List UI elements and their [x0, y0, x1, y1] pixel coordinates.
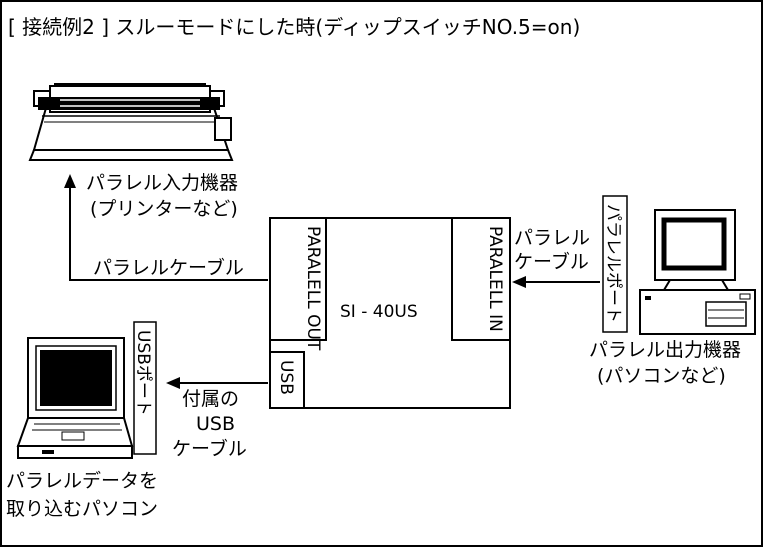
- desktop-label-line2: (パソコンなど): [597, 365, 726, 387]
- port-out-box: PARALELL OUT: [269, 217, 327, 351]
- parallel-cable-right-line2: ケーブル: [514, 250, 589, 273]
- usb-cable-line2: USB: [196, 413, 235, 435]
- port-in-box: PARALELL IN: [451, 217, 511, 341]
- laptop-label-line1: パラレルデータを: [6, 470, 158, 492]
- desktop-pc-icon: [639, 209, 756, 335]
- device-name: SI - 40US: [340, 302, 418, 322]
- usb-cable-line1: 付属の: [182, 388, 239, 410]
- printer-icon: [28, 83, 234, 161]
- usb-port-tag-label: USBポート: [133, 330, 153, 416]
- diagram-title: [ 接続例2 ] スルーモードにした時(ディップスイッチNO.5=on): [8, 15, 580, 39]
- parallel-cable-left-label: パラレルケーブル: [93, 256, 244, 279]
- port-usb-label: USB: [276, 360, 296, 395]
- parallel-cable-right-line1: パラレル: [514, 227, 590, 249]
- usb-port-tag: USBポート: [133, 321, 157, 455]
- port-in-label: PARALELL IN: [485, 226, 505, 332]
- printer-label-line2: (プリンターなど): [90, 198, 238, 220]
- laptop-label-line2: 取り込むパソコン: [6, 498, 158, 520]
- parallel-port-tag: パラレルポート: [602, 195, 628, 333]
- port-out-label: PARALELL OUT: [303, 226, 323, 351]
- printer-label-line1: パラレル入力機器: [86, 172, 238, 194]
- usb-cable-line3: ケーブル: [172, 437, 247, 460]
- parallel-cable-left-line: [64, 174, 268, 281]
- usb-cable-line: [166, 377, 268, 389]
- parallel-cable-right-line: [512, 276, 600, 288]
- desktop-label-line1: パラレル出力機器: [589, 339, 741, 361]
- port-usb-box: USB: [269, 351, 305, 409]
- parallel-port-tag-label: パラレルポート: [603, 204, 623, 323]
- laptop-icon: [16, 337, 134, 459]
